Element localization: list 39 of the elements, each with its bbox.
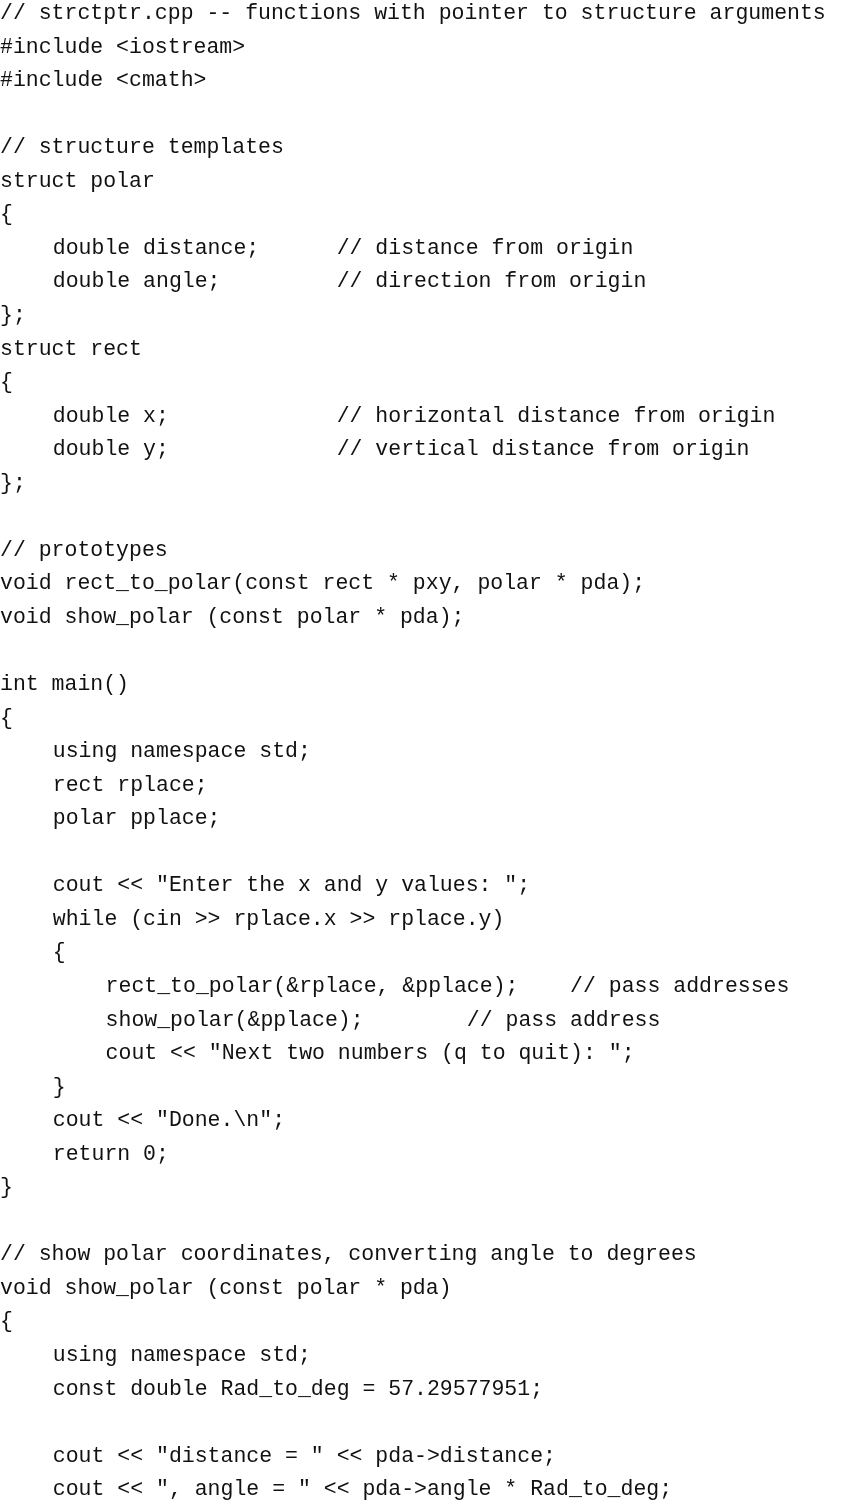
code-line: void show_polar (const polar * pda); — [0, 603, 465, 630]
code-line: show_polar(&pplace); // pass address — [105, 1006, 661, 1033]
code-line: cout << "Next two numbers (q to quit): "; — [105, 1040, 635, 1067]
code-line: void show_polar (const polar * pda) — [0, 1274, 452, 1301]
code-line: } — [52, 1073, 66, 1100]
code-line: polar pplace; — [52, 805, 221, 832]
code-line: void rect_to_polar(const rect * pxy, polar * pda); — [0, 570, 646, 597]
code-line: struct rect — [0, 335, 142, 362]
code-line: { — [0, 704, 13, 731]
code-line: cout << "Done.\n"; — [52, 1107, 286, 1134]
code-line: rect rplace; — [52, 771, 208, 798]
code-line: cout << ", angle = " << pda->angle * Rad_to_deg; — [52, 1476, 673, 1503]
code-line: { — [52, 939, 66, 966]
code-line: while (cin >> rplace.x >> rplace.y) — [52, 905, 505, 932]
code-line: rect_to_polar(&rplace, &pplace); // pass addresses — [105, 972, 790, 999]
code-line: int main() — [0, 671, 130, 697]
code-line: double angle; // direction from origin — [52, 268, 647, 295]
code-line: cout << "Enter the x and y values: "; — [52, 872, 531, 899]
code-line: return 0; — [52, 1140, 169, 1167]
code-line: double y; // vertical distance from origin — [52, 436, 750, 463]
code-line: // show polar coordinates, converting angle to degrees — [0, 1241, 697, 1268]
code-line: { — [0, 1308, 13, 1335]
code-line: }; — [0, 301, 26, 328]
code-line: const double Rad_to_deg = 57.29577951; — [52, 1375, 544, 1402]
code-line: } — [0, 1174, 13, 1201]
code-line: struct polar — [0, 167, 155, 194]
code-line: // structure templates — [0, 134, 284, 161]
code-line: using namespace std; — [52, 1342, 311, 1368]
code-line: #include <iostream> — [0, 33, 246, 60]
code-line: double x; // horizontal distance from origin — [52, 402, 776, 429]
code-line: // prototypes — [0, 536, 168, 563]
code-line: using namespace std; — [52, 738, 311, 765]
code-line: double distance; // distance from origin — [52, 234, 634, 261]
code-line: { — [0, 201, 13, 228]
code-line: #include <cmath> — [0, 67, 207, 94]
code-line: // strctptr.cpp -- functions with pointer to structure arguments — [0, 0, 826, 26]
code-line: { — [0, 369, 13, 396]
code-line: cout << "distance = " << pda->distance; — [52, 1442, 556, 1469]
code-line: }; — [0, 469, 26, 496]
